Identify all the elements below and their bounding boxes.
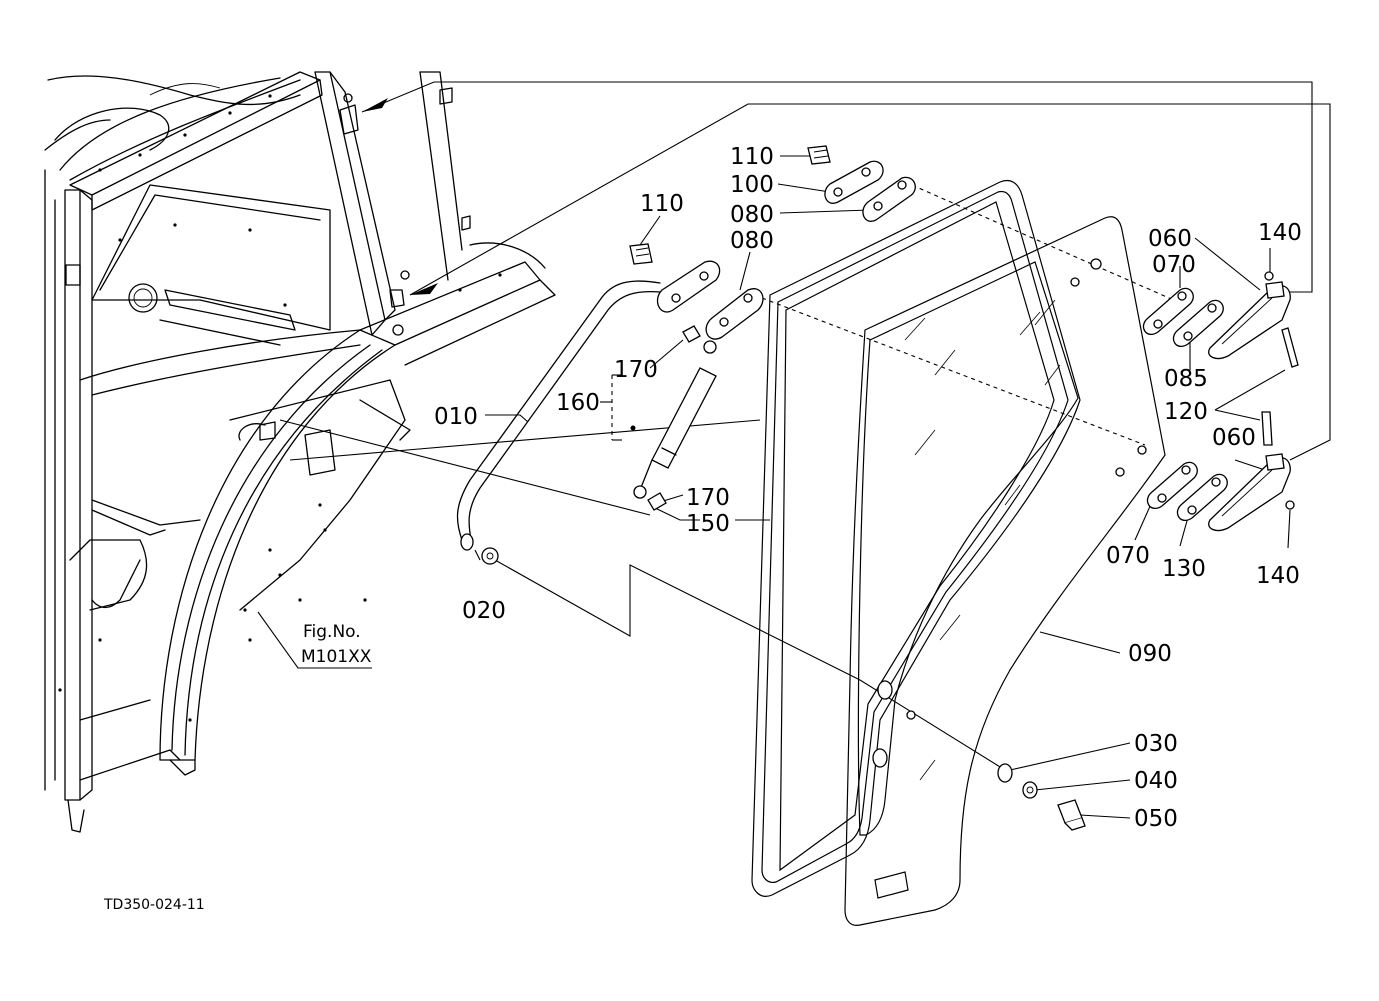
callout-140-bottom: 140 [1256,563,1300,589]
callout-140-top: 140 [1258,220,1302,246]
callout-100: 100 [730,172,774,198]
callout-060-bottom: 060 [1212,425,1256,451]
callout-130: 130 [1162,556,1206,582]
callout-170-top: 170 [614,357,658,383]
callout-070-top: 070 [1152,252,1196,278]
top-plates-drawing [807,145,916,222]
callout-085: 085 [1164,366,1208,392]
hinges-drawing [997,271,1299,831]
callout-040: 040 [1134,768,1178,794]
callout-030: 030 [1134,731,1178,757]
callout-050: 050 [1134,806,1178,832]
callout-010: 010 [434,404,478,430]
callout-080-top: 080 [730,202,774,228]
callout-090: 090 [1128,641,1172,667]
callout-150: 150 [686,511,730,537]
callout-110-mid: 110 [640,191,684,217]
fig-ref-line2: M101XX [301,647,372,667]
callout-160: 160 [556,390,600,416]
callout-020: 020 [462,598,506,624]
cab-frame-drawing [44,71,556,833]
callout-080-mid: 080 [730,228,774,254]
door-glass-drawing [751,179,1166,926]
callout-170-bottom: 170 [686,485,730,511]
callout-110-top: 110 [730,144,774,170]
drawing-code: TD350-024-11 [103,897,205,913]
callout-060-top: 060 [1148,226,1192,252]
rod-and-strut-drawing [456,243,764,565]
callout-070-bottom: 070 [1106,543,1150,569]
fig-ref-line1: Fig.No. [303,622,361,642]
callout-120: 120 [1164,399,1208,425]
leader-lines [257,81,1331,819]
